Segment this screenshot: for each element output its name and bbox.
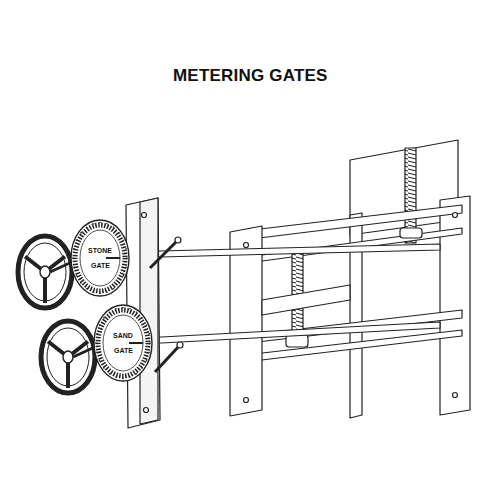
lock-lever [175, 237, 181, 243]
dial-label: SAND [113, 332, 133, 339]
drive-shaft [143, 322, 440, 344]
dial-plate [71, 220, 129, 296]
dial-label: GATE [114, 347, 133, 354]
dial-plate [94, 305, 152, 381]
mounting-bracket [140, 198, 158, 424]
handwheel [41, 321, 95, 393]
lock-lever [177, 342, 183, 348]
dial-pointer [106, 257, 120, 259]
screw-nut [400, 228, 422, 238]
dial-pointer [129, 342, 143, 344]
dial-label: GATE [91, 262, 110, 269]
lock-lever [150, 240, 178, 268]
lock-lever [155, 345, 180, 372]
gate-plate [262, 285, 350, 315]
handwheel [18, 236, 72, 308]
dial-label: STONE [88, 247, 112, 254]
title: METERING GATES [173, 66, 328, 86]
screw-nut [286, 335, 308, 347]
